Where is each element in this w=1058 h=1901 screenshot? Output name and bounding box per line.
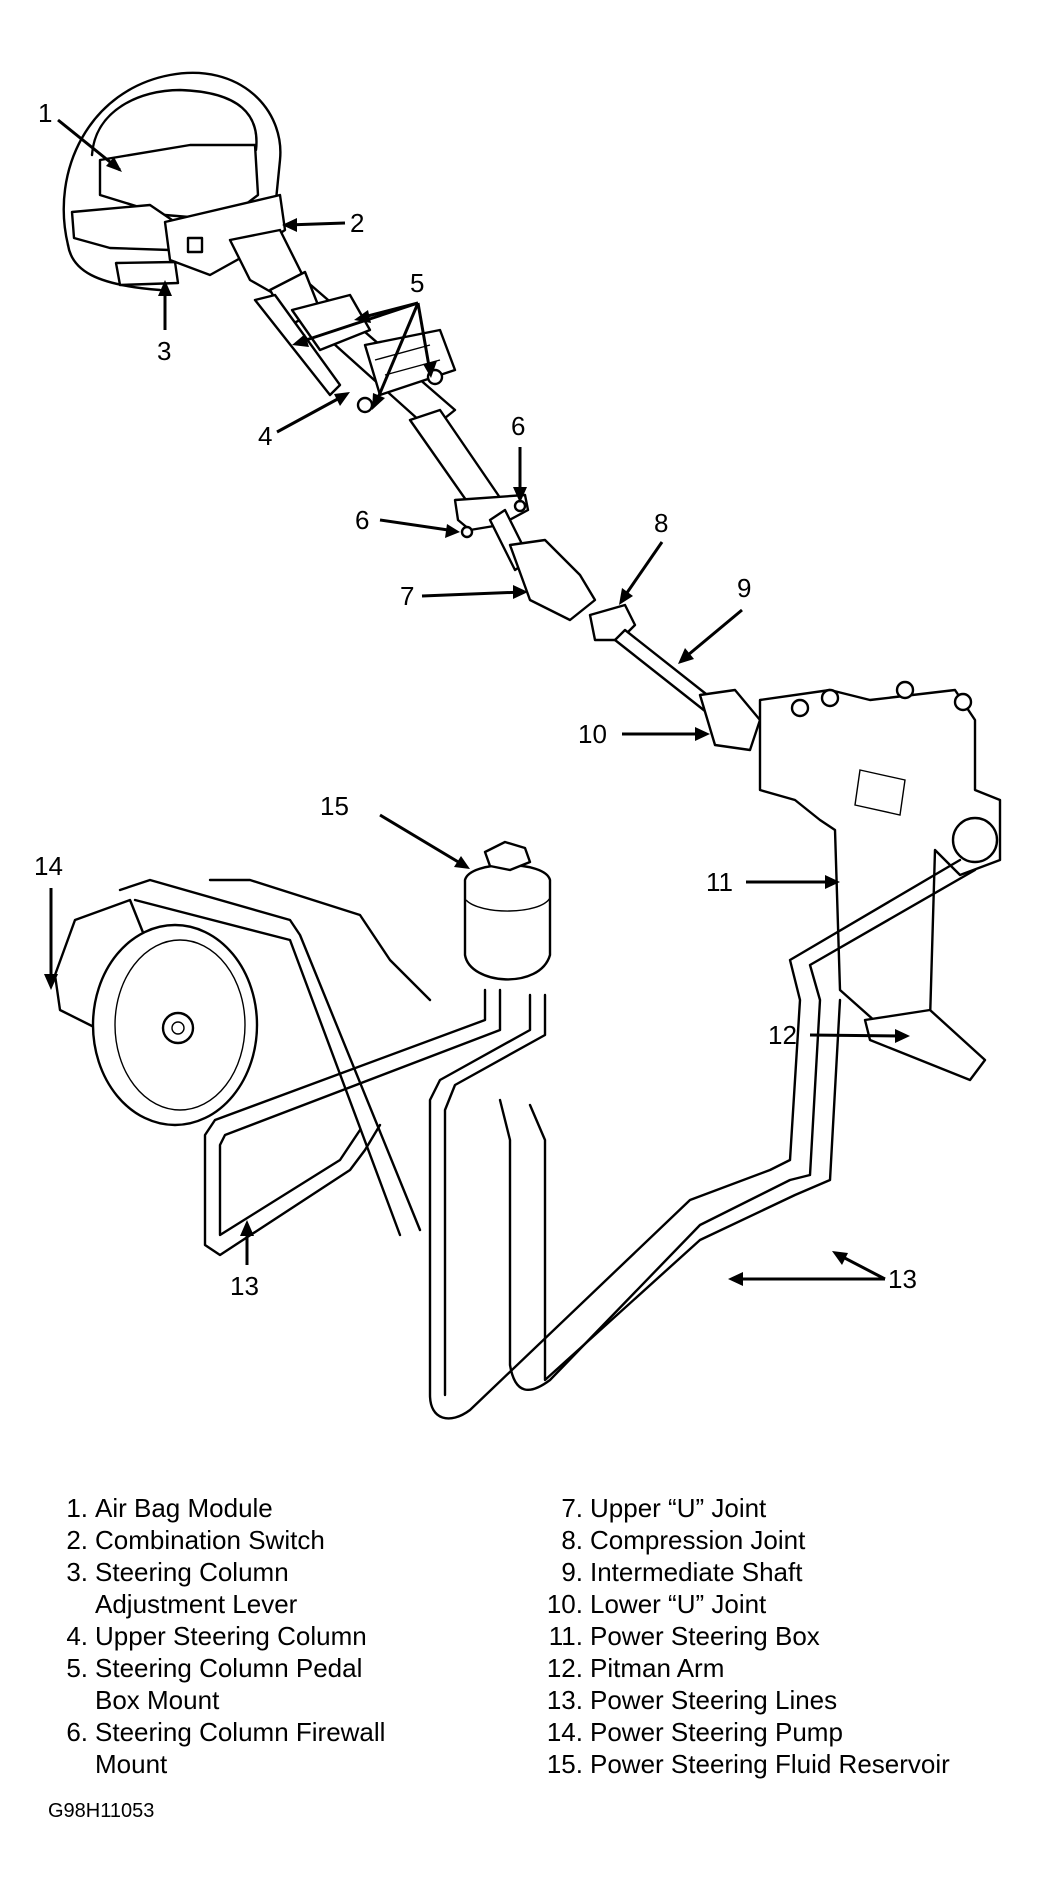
legend-number: 9. — [561, 1557, 583, 1587]
legend-item: 3.Steering Column — [48, 1556, 385, 1588]
legend-label: Steering Column Firewall — [95, 1717, 386, 1747]
callout-13-right: 13 — [888, 1264, 917, 1294]
legend-label: Power Steering Lines — [590, 1685, 838, 1715]
figure-id: G98H11053 — [48, 1800, 155, 1822]
legend-number: 1. — [66, 1493, 88, 1523]
legend-number: 14. — [546, 1717, 583, 1747]
legend-right: 7.Upper “U” Joint 8.Compression Joint 9.… — [522, 1492, 950, 1780]
legend-number: 11. — [548, 1621, 583, 1651]
legend-item: 10.Lower “U” Joint — [522, 1588, 950, 1620]
legend-label: Box Mount — [95, 1685, 220, 1715]
legend-label: Intermediate Shaft — [590, 1557, 803, 1587]
callout-9: 9 — [737, 573, 752, 603]
callout-2: 2 — [350, 208, 365, 238]
callout-8: 8 — [654, 508, 669, 538]
legend-number: 3. — [66, 1557, 88, 1587]
callout-14: 14 — [34, 851, 63, 881]
lower-u-joint — [698, 688, 762, 752]
legend-item: 12.Pitman Arm — [522, 1652, 950, 1684]
legend-label: Pitman Arm — [590, 1653, 725, 1683]
legend-label: Power Steering Box — [590, 1621, 820, 1651]
legend-label: Steering Column Pedal — [95, 1653, 363, 1683]
callout-6-left: 6 — [355, 505, 370, 535]
legend-number: 15. — [546, 1749, 583, 1779]
legend-item: 2.Combination Switch — [48, 1524, 385, 1556]
legend-item-continued: Box Mount — [48, 1684, 385, 1716]
legend-item: 9.Intermediate Shaft — [522, 1556, 950, 1588]
callout-12: 12 — [768, 1020, 797, 1050]
legend-item: 11.Power Steering Box — [522, 1620, 950, 1652]
legend-number: 7. — [561, 1493, 583, 1523]
legend-item: 7.Upper “U” Joint — [522, 1492, 950, 1524]
legend-item-continued: Adjustment Lever — [48, 1588, 385, 1620]
upper-u-joint — [508, 538, 597, 622]
legend-number: 6. — [66, 1717, 88, 1747]
callout-arrows — [44, 118, 910, 1286]
legend-item: 5.Steering Column Pedal — [48, 1652, 385, 1684]
legend-label: Power Steering Pump — [590, 1717, 843, 1747]
legend-number: 2. — [66, 1525, 88, 1555]
legend-label: Air Bag Module — [95, 1493, 273, 1523]
legend-label: Power Steering Fluid Reservoir — [590, 1749, 950, 1779]
legend-label: Mount — [95, 1749, 168, 1779]
callout-3: 3 — [157, 336, 172, 366]
legend-number: 10. — [546, 1589, 583, 1619]
legend-number: 8. — [561, 1525, 583, 1555]
legend-label: Compression Joint — [590, 1525, 806, 1555]
legend-label: Upper “U” Joint — [590, 1493, 767, 1523]
legend-number: 13. — [546, 1685, 583, 1715]
legend-label: Upper Steering Column — [95, 1621, 367, 1651]
legend-number: 4. — [66, 1621, 88, 1651]
power-steering-pump — [53, 898, 259, 1127]
callout-11: 11 — [706, 867, 733, 897]
legend-item-continued: Mount — [48, 1748, 385, 1780]
callout-7: 7 — [400, 581, 415, 611]
legend-item: 4.Upper Steering Column — [48, 1620, 385, 1652]
power-steering-box — [758, 680, 1002, 1032]
legend-label: Adjustment Lever — [95, 1589, 298, 1619]
steering-wheel — [62, 71, 282, 292]
legend-item: 8.Compression Joint — [522, 1524, 950, 1556]
legend-item: 14.Power Steering Pump — [522, 1716, 950, 1748]
callout-13-left: 13 — [230, 1271, 259, 1301]
pitman-arm — [863, 1008, 987, 1082]
steering-system-diagram — [44, 71, 1002, 1420]
legend-item: 6.Steering Column Firewall — [48, 1716, 385, 1748]
fluid-reservoir — [463, 840, 552, 981]
legend-left: 1.Air Bag Module 2.Combination Switch 3.… — [48, 1492, 385, 1780]
legend-item: 13.Power Steering Lines — [522, 1684, 950, 1716]
legend-number: 5. — [66, 1653, 88, 1683]
callout-5: 5 — [410, 268, 425, 298]
callout-4: 4 — [258, 421, 273, 451]
legend-label: Lower “U” Joint — [590, 1589, 767, 1619]
legend-label: Combination Switch — [95, 1525, 325, 1555]
lower-steering-column — [408, 408, 532, 572]
legend-item: 1.Air Bag Module — [48, 1492, 385, 1524]
legend-item: 15.Power Steering Fluid Reservoir — [522, 1748, 950, 1780]
power-steering-lines — [118, 858, 977, 1420]
callout-15: 15 — [320, 791, 349, 821]
callout-6-top: 6 — [511, 411, 526, 441]
callout-10: 10 — [578, 719, 607, 749]
legend-label: Steering Column — [95, 1557, 289, 1587]
legend-number: 12. — [546, 1653, 583, 1683]
callout-1: 1 — [38, 98, 53, 128]
